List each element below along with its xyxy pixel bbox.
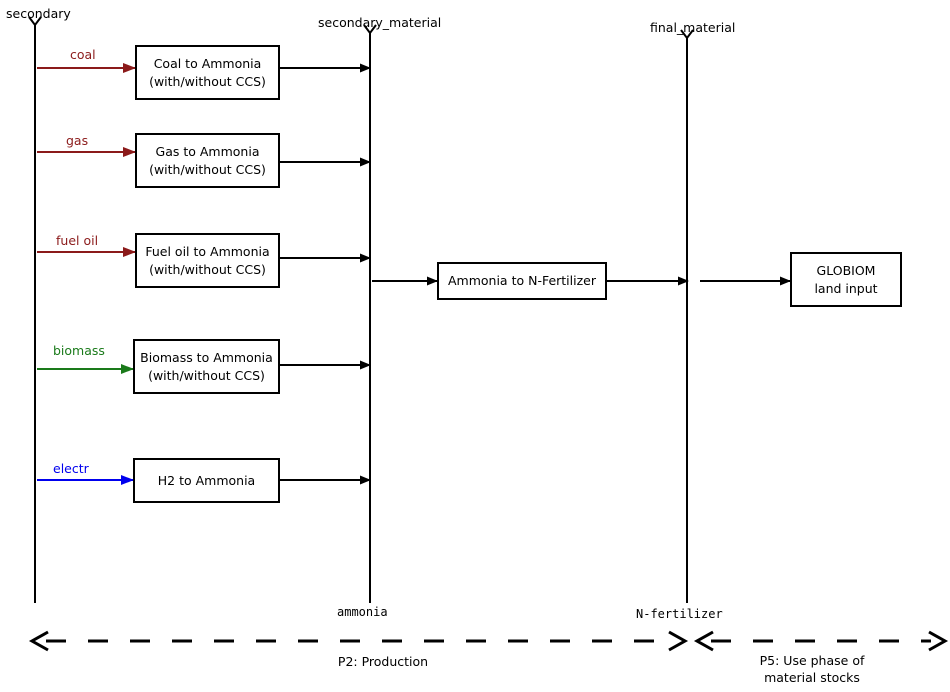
process-box-line: (with/without CCS) — [149, 261, 266, 277]
process-box-line: Coal to Ammonia — [153, 56, 262, 72]
process-box-line: H2 to Ammonia — [157, 472, 256, 488]
flow-label-electr: electr — [53, 461, 89, 476]
process-box-h2-to-ammonia[interactable]: H2 to Ammonia — [133, 458, 280, 503]
phase-label-p2-production: P2: Production — [283, 654, 483, 671]
flow-label-gas: gas — [66, 133, 89, 148]
process-box-line: (with/without CCS) — [148, 367, 265, 383]
axis-label-final-material: final_material — [650, 20, 736, 35]
process-box-globiom-land-input[interactable]: GLOBIOM land input — [790, 252, 902, 307]
process-box-ammonia-to-n-fertilizer[interactable]: Ammonia to N-Fertilizer — [437, 262, 607, 300]
flow-label-fuel-oil: fuel oil — [56, 233, 99, 248]
axis-label-ammonia: ammonia — [337, 605, 388, 619]
axis-label-secondary-material: secondary_material — [318, 15, 442, 30]
phase-band-right-chevron-p2-production — [668, 630, 689, 652]
process-box-coal-to-ammonia[interactable]: Coal to Ammonia (with/without CCS) — [135, 45, 280, 100]
process-box-line: Gas to Ammonia — [155, 144, 260, 160]
process-box-line: Fuel oil to Ammonia — [145, 244, 270, 260]
axis-label-secondary: secondary — [6, 6, 71, 21]
flow-label-biomass: biomass — [53, 343, 105, 358]
process-box-line: Biomass to Ammonia — [140, 350, 273, 366]
process-box-line: (with/without CCS) — [149, 161, 266, 177]
process-box-line: GLOBIOM — [816, 263, 876, 279]
flow-label-coal: coal — [70, 47, 96, 62]
phase-label-line: P5: Use phase of — [759, 653, 865, 668]
phase-band-left-chevron-p2-production — [28, 630, 49, 652]
phase-label-p5-use-phase: P5: Use phase of material stocks — [712, 653, 912, 687]
process-box-biomass-to-ammonia[interactable]: Biomass to Ammonia (with/without CCS) — [133, 339, 280, 394]
process-box-line: (with/without CCS) — [149, 73, 266, 89]
process-box-line: land input — [814, 280, 878, 296]
axis-label-n-fertilizer: N-fertilizer — [636, 607, 723, 621]
phase-band-left-chevron-p5-use-phase — [693, 630, 714, 652]
process-box-gas-to-ammonia[interactable]: Gas to Ammonia (with/without CCS) — [135, 133, 280, 188]
process-box-fuel-oil-to-ammonia[interactable]: Fuel oil to Ammonia (with/without CCS) — [135, 233, 280, 288]
phase-label-line: material stocks — [764, 669, 860, 685]
process-box-line: Ammonia to N-Fertilizer — [447, 273, 596, 289]
phase-label-line: P2: Production — [337, 654, 429, 669]
phase-band-right-chevron-p5-use-phase — [928, 630, 949, 652]
